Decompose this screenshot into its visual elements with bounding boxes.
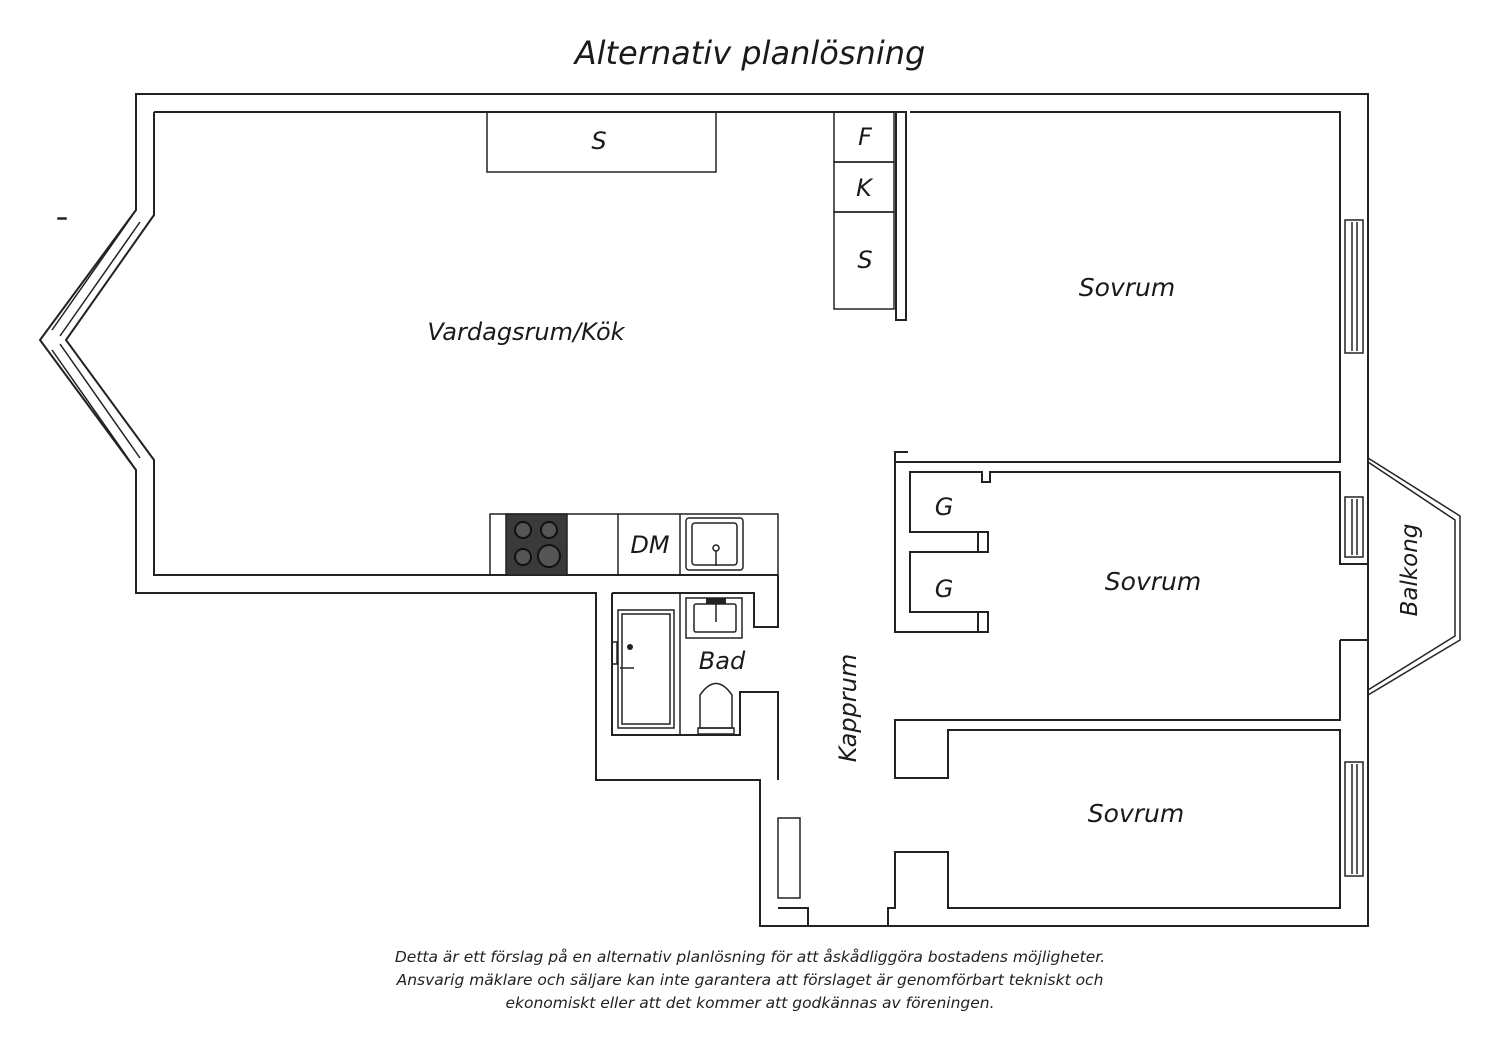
balcony-outline: [1367, 457, 1461, 696]
room-label-living-kitchen: Vardagsrum/Kök: [427, 318, 625, 346]
bedroom-3-window: [1344, 761, 1364, 877]
disclaimer-line-2: Ansvarig mäklare och säljare kan inte ga…: [396, 971, 1104, 989]
fixture-label-closet-1: G: [935, 493, 954, 521]
room-label-bedroom-3: Sovrum: [1088, 799, 1184, 828]
fixture-label-freezer: K: [856, 174, 874, 202]
stove-icon: [505, 513, 568, 576]
storage-top-cabinet: [486, 111, 717, 173]
bathroom-sink-icon: [685, 597, 743, 639]
fixture-label-storage-top: S: [591, 127, 606, 155]
disclaimer-line-1: Detta är ett förslag på en alternativ pl…: [394, 948, 1106, 966]
appliance-column: [833, 111, 895, 310]
floor-plan: Vardagsrum/Kök Sovrum Sovrum Sovrum Bad …: [38, 93, 1461, 927]
bay-window: [39, 209, 141, 471]
hall-cabinet: [777, 817, 809, 926]
room-label-bathroom: Bad: [699, 647, 746, 675]
bathtub-icon: [611, 609, 675, 729]
fixture-label-storage-side: S: [857, 246, 872, 274]
fixture-label-dishwasher: DM: [630, 531, 669, 559]
disclaimer-text: Detta är ett förslag på en alternativ pl…: [300, 946, 1200, 1015]
room-label-balcony: Balkong: [1397, 524, 1423, 617]
plan-title: Alternativ planlösning: [574, 34, 926, 72]
room-label-hall: Kapprum: [834, 654, 862, 763]
bedroom-2-walls: [887, 462, 1368, 926]
fixture-label-fridge: F: [858, 123, 873, 151]
kitchen-counter: [489, 513, 779, 576]
toilet-icon: [697, 682, 735, 735]
fixture-label-closet-2: G: [935, 575, 954, 603]
disclaimer-line-3: ekonomiskt eller att det kommer att godk…: [505, 994, 995, 1012]
room-label-bedroom-1: Sovrum: [1079, 273, 1175, 302]
room-label-bedroom-2: Sovrum: [1105, 567, 1201, 596]
bedroom-1-window: [1344, 219, 1364, 354]
bedroom-2-window: [1344, 496, 1364, 558]
kitchen-sink-icon: [685, 517, 744, 571]
bathroom-walls: [611, 575, 779, 780]
